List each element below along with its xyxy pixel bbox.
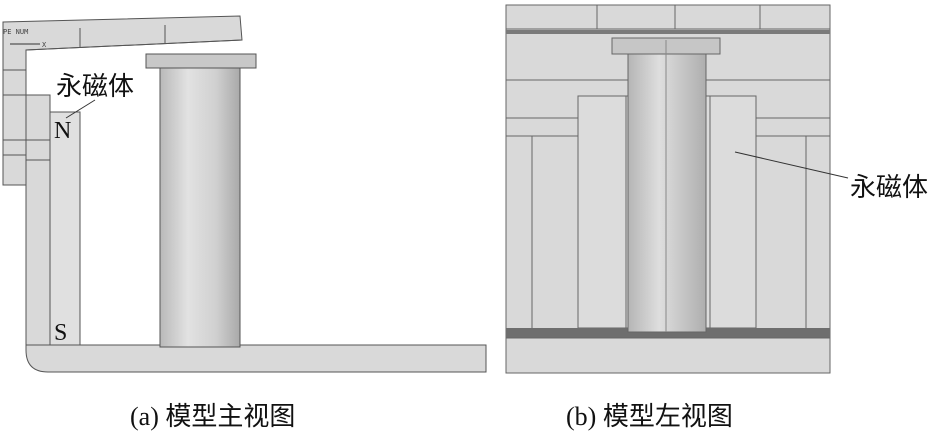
pole-n-label: N [54,118,71,144]
magnet-leader-a [65,99,96,119]
front-view [2,15,487,373]
top-dark-band [506,30,830,34]
side-view [505,4,831,374]
pole-s-label: S [54,320,67,346]
magnet-label-a: 永磁体 [56,72,134,101]
permanent-magnet [49,111,81,348]
triad: PE NUM X [3,28,47,49]
base-plate [25,344,487,373]
left-yoke [25,94,51,346]
magnet-label-b: 永磁体 [850,173,928,202]
iron-core-cap [145,53,257,69]
bottom-dark-band [506,328,830,338]
caption-front-view: (a) 模型主视图 [130,402,296,431]
caption-side-view: (b) 模型左视图 [566,402,733,431]
triad-text: PE NUM [3,28,28,36]
iron-core [159,67,241,348]
triad-axis-label: X [42,41,47,49]
magnet-leader-b [734,151,849,179]
iron-core-b [627,53,707,333]
